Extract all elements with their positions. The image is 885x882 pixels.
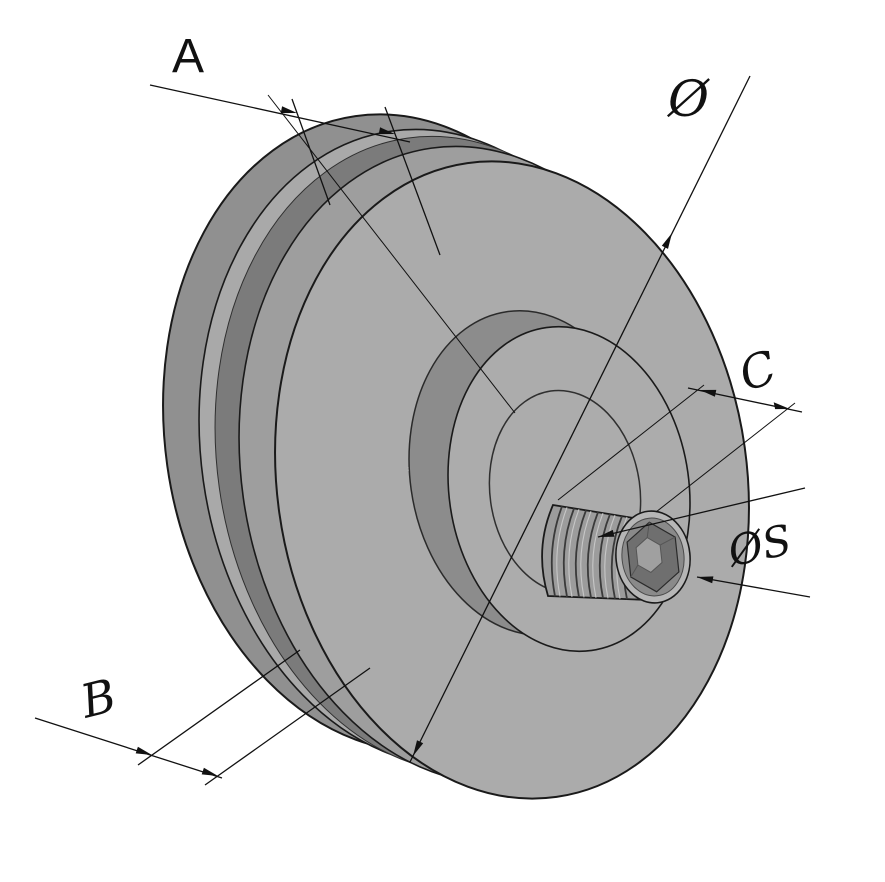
dim-b-line [34,717,223,779]
dim-s-leader2 [696,576,811,598]
dim-dia-line [409,75,751,763]
thread-highlight-arcs [556,507,628,600]
dim-c-ext2 [655,402,796,513]
dim-outer-diameter [409,75,751,763]
dim-a-arrow-2 [378,127,395,135]
dim-a-line [149,84,411,143]
dim-socket-size [597,487,811,598]
dim-s-arrow-1 [598,529,615,537]
dim-b-arrow-2 [201,767,218,776]
label-groove-width: A [172,30,204,83]
dim-c-arrow-2 [773,402,790,410]
dim-groove-width [149,84,516,414]
dim-dia-arrow-1 [661,233,672,249]
dim-a-arrow-1 [280,106,297,114]
dim-a-leader [267,94,516,414]
pulley-part [162,113,750,800]
dim-stud-length [557,384,803,513]
dim-c-arrow-1 [700,389,717,397]
dim-a-ext2 [384,106,441,256]
dim-a-ext1 [291,98,331,206]
dim-b-ext2 [204,667,371,786]
dim-s-leader1 [597,487,806,538]
dim-b-arrow-1 [135,746,152,755]
dim-b-ext1 [137,649,301,766]
dim-c-ext1 [557,384,705,501]
dim-dia-arrow-2 [413,740,424,756]
dim-s-arrow-2 [697,576,714,584]
label-outer-diameter: Ø [666,70,710,128]
dimension-annotations [34,75,811,786]
dim-overall-width [34,649,371,786]
